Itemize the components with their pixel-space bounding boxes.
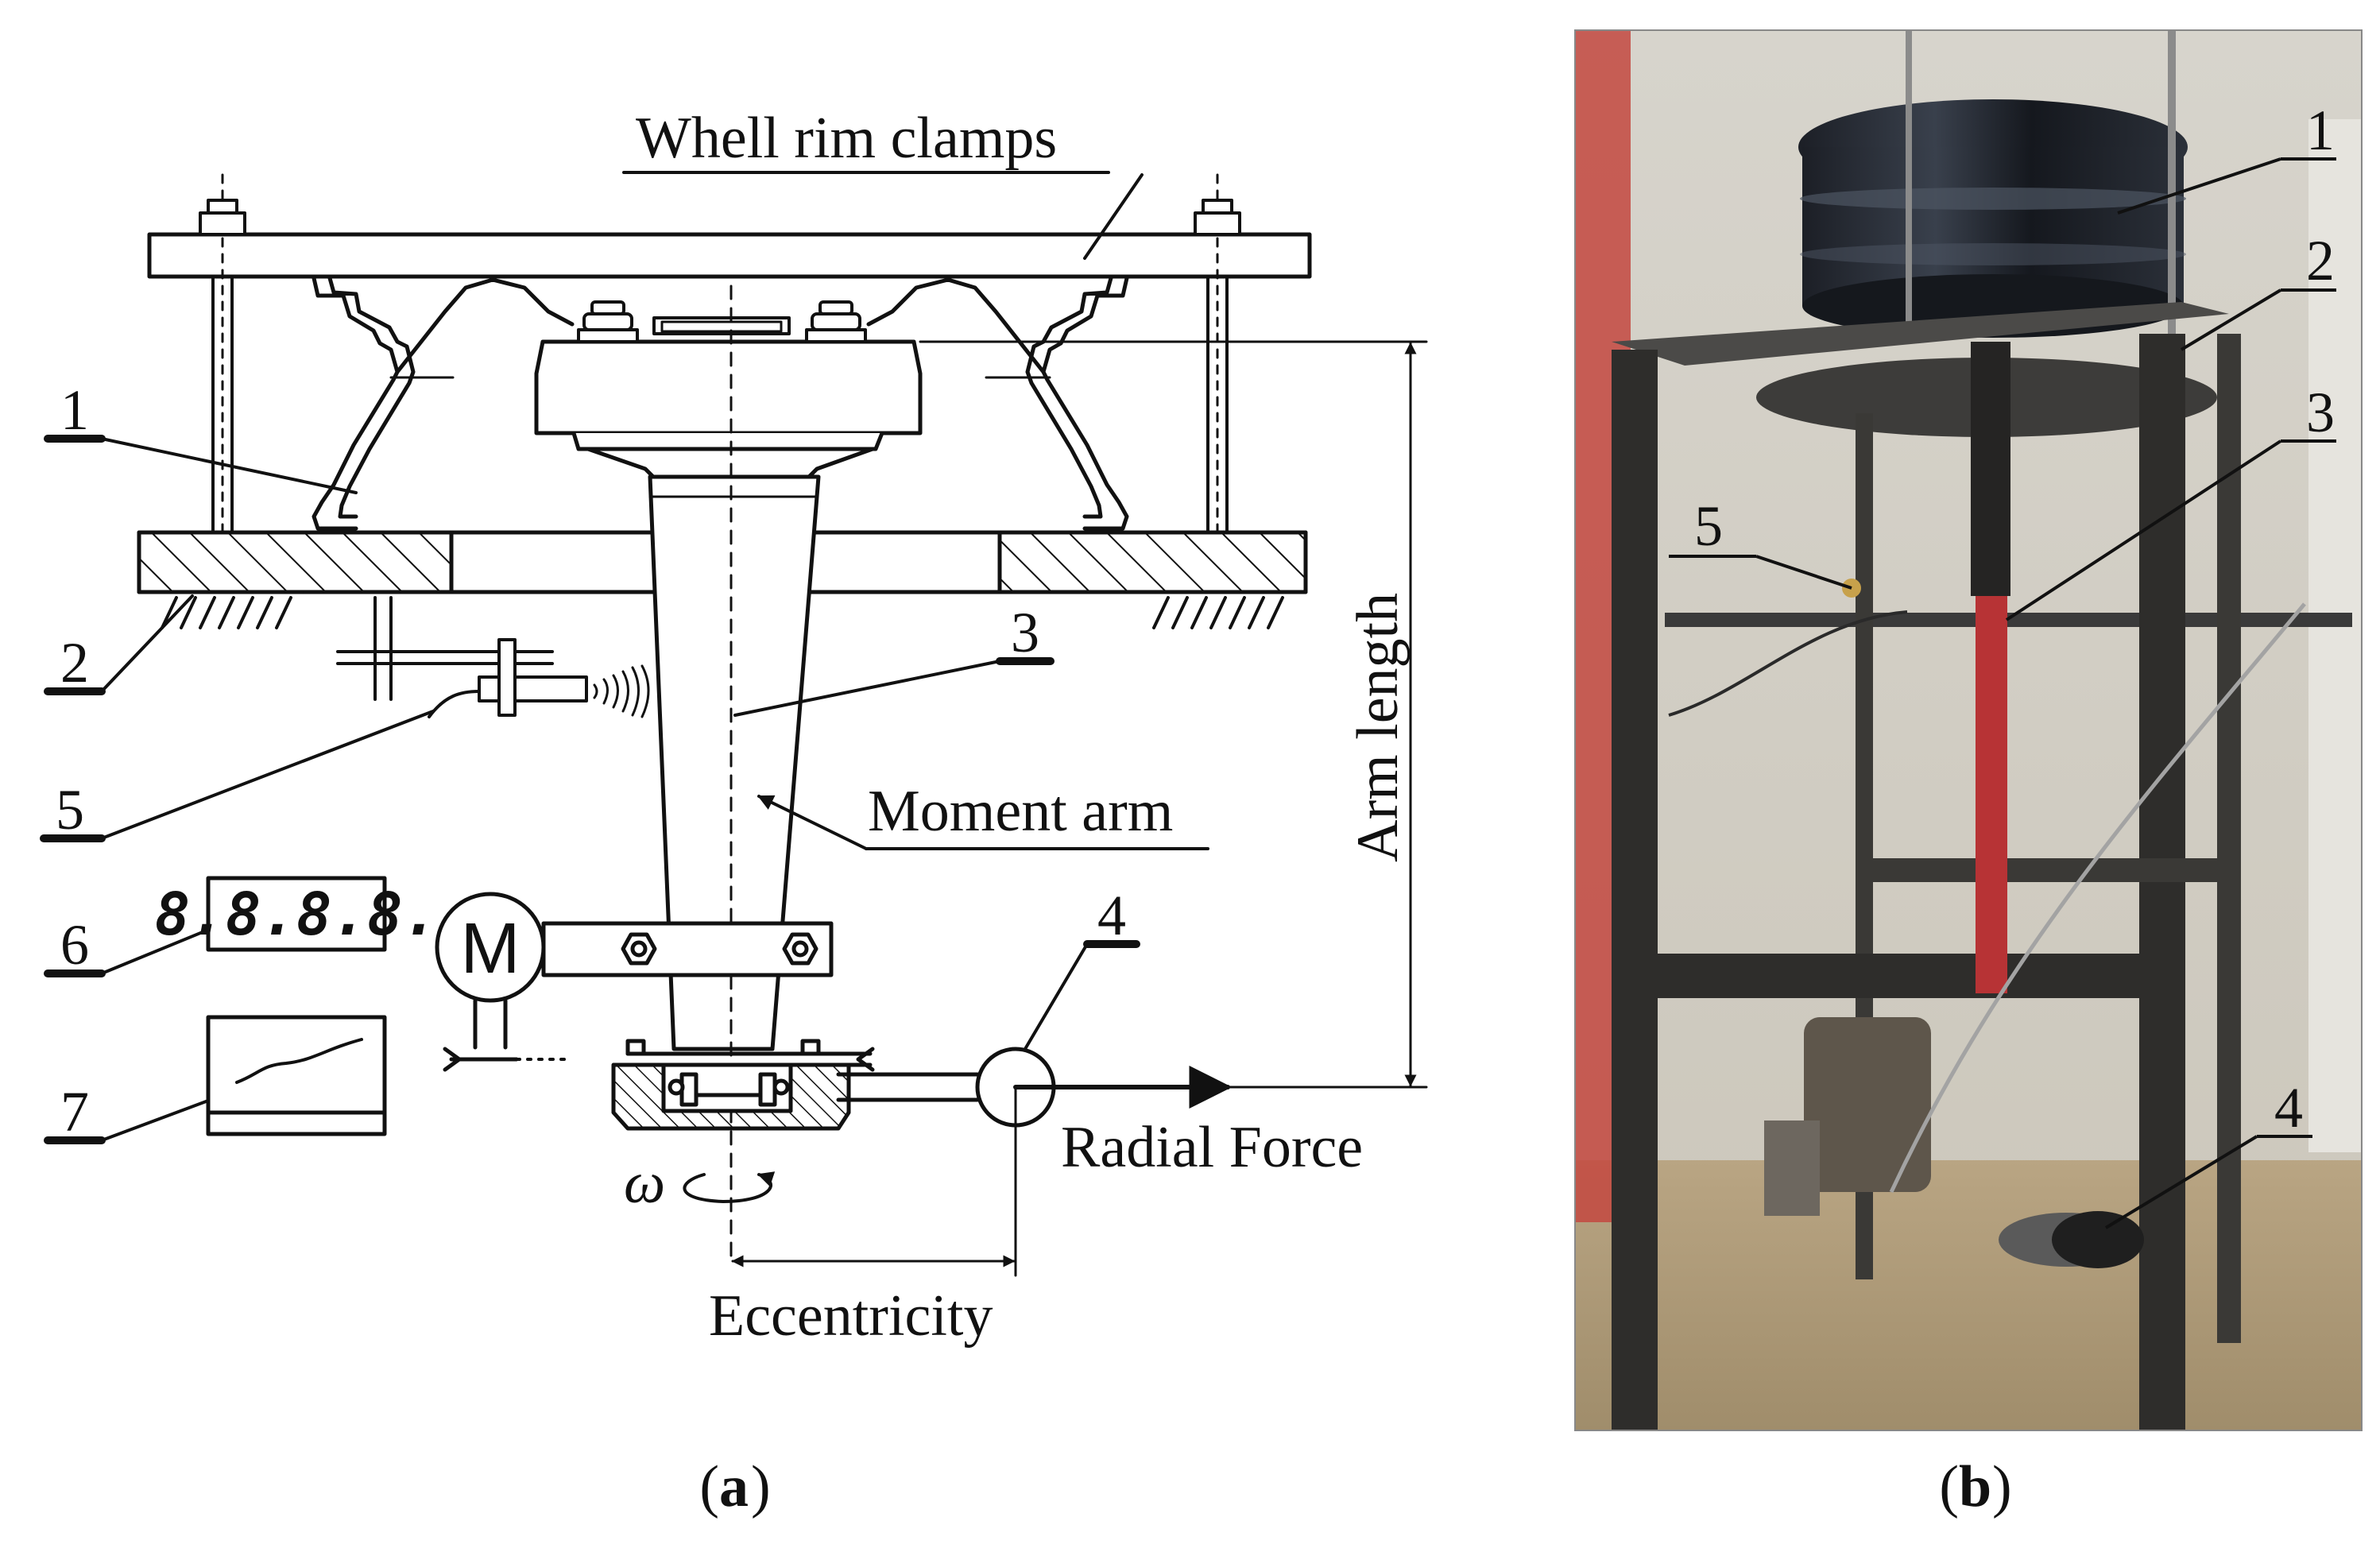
- clamp-rod-right: [1194, 173, 1241, 558]
- rotation-arrow: [683, 1171, 776, 1203]
- omega-label: ω: [624, 1151, 665, 1216]
- photo-panel: 1 2 3 4 5: [1574, 29, 2363, 1431]
- bearing-housing: [443, 1039, 875, 1131]
- svg-text:a: a: [719, 1454, 749, 1519]
- callout-underlines: [40, 435, 1140, 1144]
- wheel-rim-left: [312, 276, 575, 531]
- schematic-text: Whell rim clamps Moment arm Arm length R…: [56, 106, 1411, 1349]
- callout-3: 3: [1011, 601, 1039, 664]
- clamp-rod-left: [199, 173, 246, 558]
- hub-flange: [534, 339, 923, 435]
- callout-5: 5: [56, 778, 84, 842]
- caption-a: ( a ): [699, 1454, 770, 1519]
- label-eccentricity: Eccentricity: [709, 1283, 993, 1349]
- callout-2: 2: [60, 631, 89, 695]
- callout-1: 1: [60, 378, 89, 442]
- svg-text:(: (: [1939, 1454, 1959, 1519]
- ground-right: [1152, 590, 1305, 629]
- hub-bolt-right: [805, 300, 867, 343]
- photo-callout-2: 2: [2306, 229, 2335, 292]
- label-moment-arm: Moment arm: [868, 779, 1173, 844]
- callout-4: 4: [1097, 884, 1126, 947]
- svg-text:): ): [1992, 1454, 2012, 1519]
- svg-text:): ): [751, 1454, 771, 1519]
- digital-display: [206, 876, 387, 952]
- label-wheel-rim-clamps: Whell rim clamps: [636, 106, 1057, 171]
- motor-symbol: M: [461, 909, 521, 989]
- callout-6: 6: [60, 913, 89, 977]
- display-reading: 8.8.8.8.: [155, 880, 438, 949]
- moment-arm: [571, 431, 884, 479]
- motor: [435, 892, 834, 1050]
- label-arm-length: Arm length: [1345, 593, 1411, 862]
- label-radial-force: Radial Force: [1061, 1115, 1363, 1180]
- photo-callout-5: 5: [1694, 494, 1723, 558]
- photo-callout-1: 1: [2306, 99, 2335, 162]
- photo-callouts: 1 2 3 4 5: [1694, 99, 2335, 1140]
- proximity-sensor: [336, 596, 650, 718]
- svg-text:(: (: [699, 1454, 719, 1519]
- hub-bolt-left: [577, 300, 639, 343]
- chart-recorder: [206, 1015, 387, 1136]
- clamp-plate: [147, 232, 1312, 279]
- callout-7: 7: [60, 1080, 89, 1144]
- schematic-panel: M ω: [40, 171, 1428, 1277]
- photo-callout-3: 3: [2306, 381, 2335, 444]
- svg-text:b: b: [1959, 1454, 1991, 1519]
- photo-callout-4: 4: [2274, 1076, 2303, 1140]
- ground-left: [161, 590, 304, 629]
- wheel-rim-right: [866, 276, 1129, 531]
- caption-b: ( b ): [1939, 1454, 2011, 1519]
- photo-callout-leaders: [1669, 157, 2336, 1229]
